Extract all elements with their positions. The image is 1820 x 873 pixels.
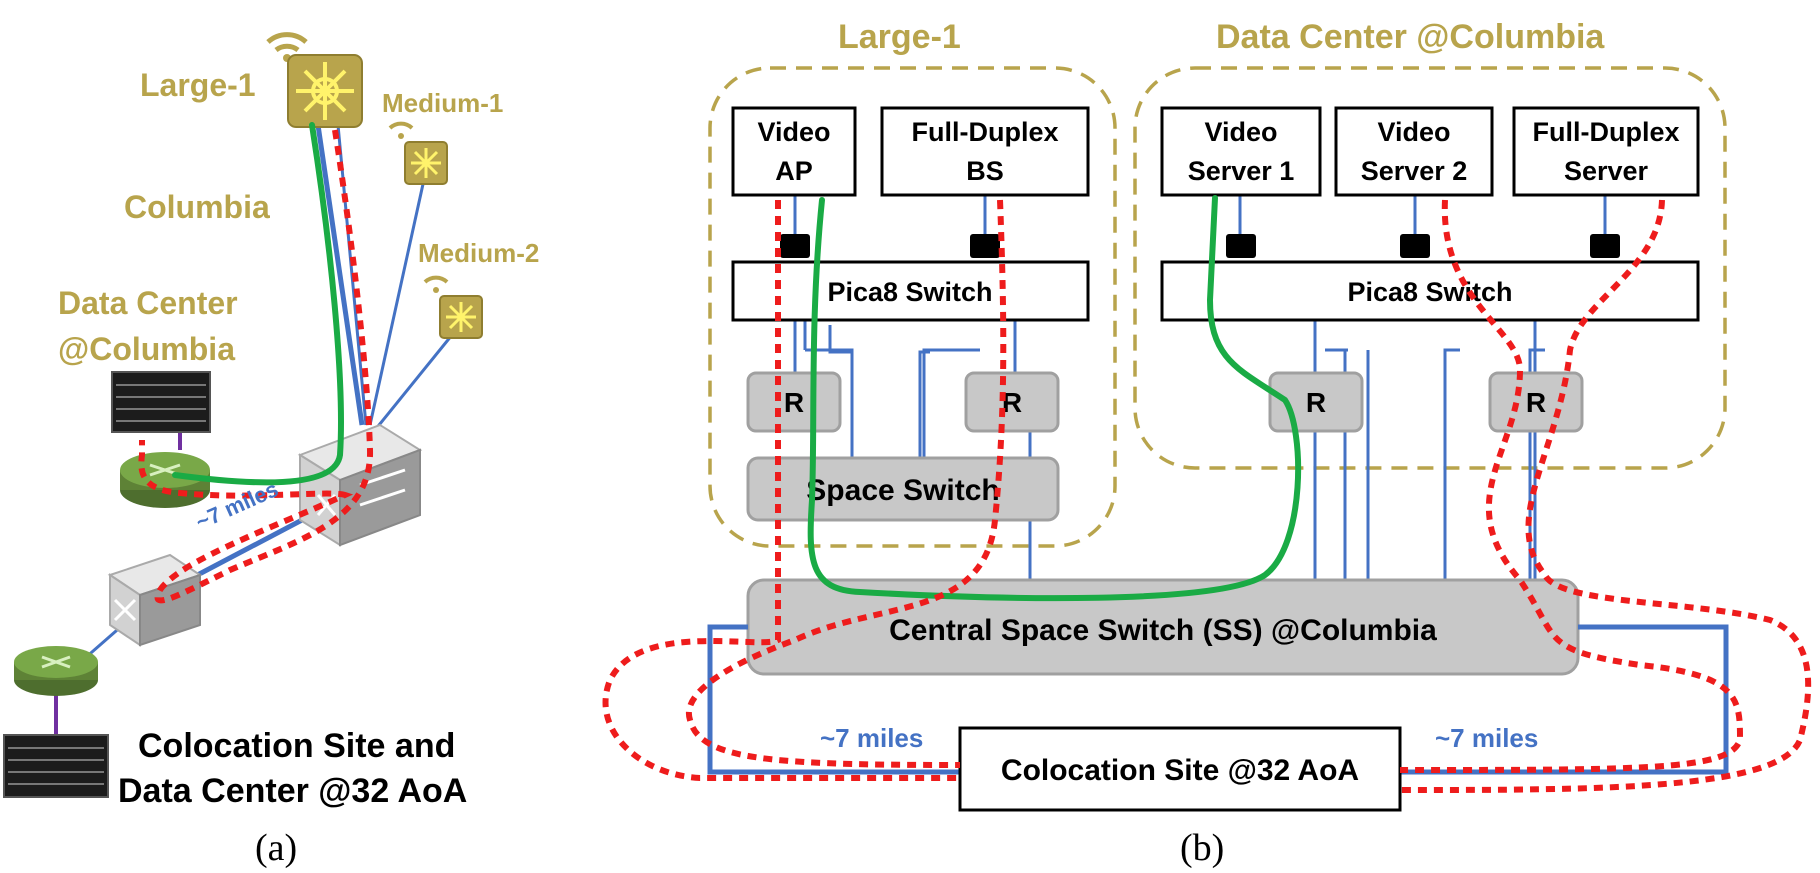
wifi-icon-medium1 [388,121,414,139]
router-label: R [784,387,804,418]
colo-label-line1: Colocation Site and [138,727,455,765]
miles-label-left: ~7 miles [820,723,923,753]
video-ap-line1: Video [757,117,830,147]
colo-router-icon [14,646,98,696]
red-path-a [138,129,374,604]
panel-b: Large-1 Data Center @Columbia [602,18,1812,869]
panel-a: Large-1 Medium-1 Medium-2 Columbia Data … [3,32,539,869]
medium-1-ap-icon [404,141,448,185]
dc-columbia-label-line2: @Columbia [58,331,235,367]
caption-b: (b) [1180,827,1224,869]
router-large-1-left [746,371,842,433]
red-path-b-left-inner [685,199,1007,768]
colo-server-rack-icon [3,734,109,798]
pica8-switch-large-1 [731,260,1090,322]
medium-1-label: Medium-1 [382,88,503,118]
video-server-1-box [1160,106,1322,197]
pica8-label-large-1: Pica8 Switch [827,277,992,307]
central-ss-label: Central Space Switch (SS) @Columbia [889,614,1437,647]
internal-links [793,195,1607,600]
port-connectors [780,234,1620,258]
group-large-1 [708,66,1117,548]
pica8-switch-dc [1160,260,1700,322]
pica8-label-dc: Pica8 Switch [1347,277,1512,307]
vs1-line2: Server 1 [1188,156,1295,186]
router-label: R [1526,387,1546,418]
red-path-b-left-outer [602,200,960,781]
red-path-b-right-inner [1399,199,1744,773]
fds-line2: Server [1564,156,1649,186]
vs2-line2: Server 2 [1361,156,1468,186]
link-large-to-switch [315,124,365,426]
miles-label-right: ~7 miles [1435,723,1538,753]
group-title-dc-columbia: Data Center @Columbia [1216,18,1605,56]
colo-switch-icon [107,553,203,647]
video-ap-line2: AP [775,156,813,186]
colo-site-label: Colocation Site @32 AoA [1001,754,1359,787]
fd-bs-line1: Full-Duplex [912,117,1059,147]
medium-2-label: Medium-2 [418,238,539,268]
group-dc-columbia [1133,66,1727,470]
large-1-label: Large-1 [140,67,256,103]
medium-2-ap-icon [439,295,483,339]
colo-label-line2: Data Center @32 AoA [118,772,467,810]
router-label: R [1306,387,1326,418]
large-ap-icon [287,54,363,128]
wifi-icon-medium2 [423,275,449,293]
green-path-a [172,122,344,486]
link-ss-colo-left [707,624,960,775]
dc-server-rack-icon [111,371,211,433]
space-switch-label: Space Switch [806,474,999,507]
fds-line1: Full-Duplex [1533,117,1680,147]
columbia-switch-icon [297,423,423,547]
caption-a: (a) [255,827,297,869]
wifi-icon [266,32,308,62]
full-duplex-bs-box [880,106,1090,197]
router-large-1-right [964,371,1060,433]
green-path-b [807,195,1302,602]
link-medium1-to-switch [368,174,427,426]
router-label: R [1002,387,1022,418]
vs2-line1: Video [1377,117,1450,147]
space-switch-large-1 [746,456,1060,522]
video-server-2-box [1334,106,1494,197]
columbia-label: Columbia [124,189,270,225]
dc-columbia-label-line1: Data Center [58,285,238,321]
link-medium2-to-switch [373,329,458,431]
group-title-large-1: Large-1 [838,18,961,56]
full-duplex-server-box [1512,106,1700,197]
fd-bs-line2: BS [966,156,1004,186]
video-ap-box [731,106,857,197]
vs1-line1: Video [1204,117,1277,147]
